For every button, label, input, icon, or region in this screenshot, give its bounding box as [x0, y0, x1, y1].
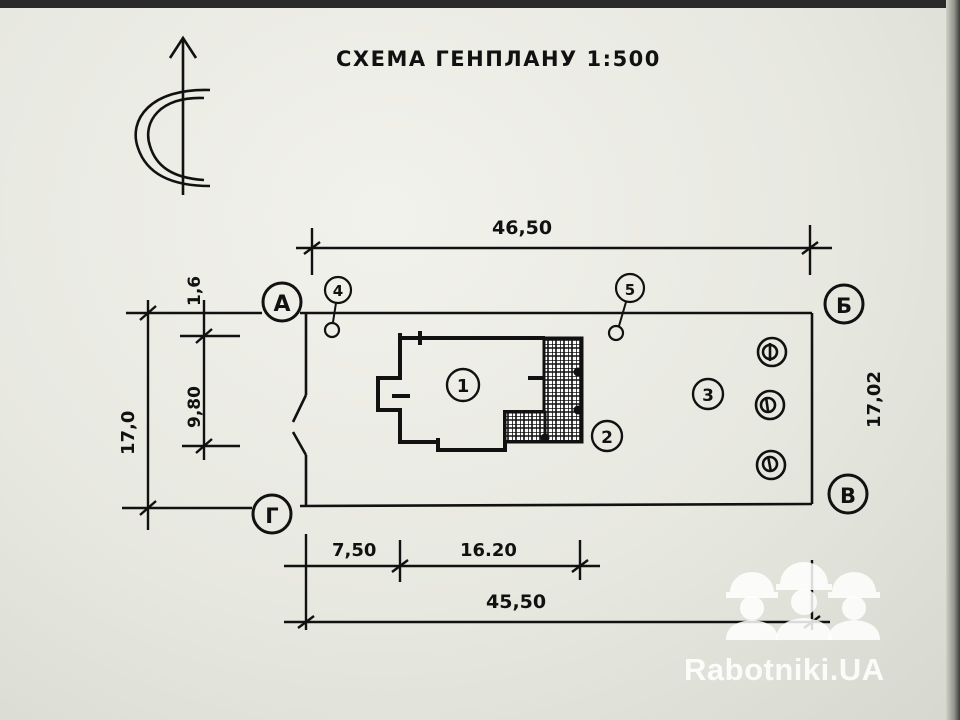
svg-text:1: 1 [457, 376, 470, 397]
svg-text:5: 5 [625, 281, 635, 299]
bottom-overall-dimension [284, 560, 830, 630]
north-arrow-icon [134, 35, 211, 195]
svg-text:4: 4 [333, 282, 343, 300]
svg-text:В: В [840, 484, 856, 508]
tree-icon [754, 389, 786, 421]
axis-b-bubble: Б [823, 283, 865, 325]
marker-point-4: 4 [323, 275, 353, 339]
marker-building: 1 [445, 367, 481, 403]
bottom-chain-dimension [284, 534, 600, 630]
bottom-overall-label: 45,50 [486, 591, 546, 613]
left-overall-label: 17,0 [118, 411, 139, 455]
svg-text:3: 3 [702, 386, 714, 406]
left-offset-label: 1,6 [185, 276, 205, 306]
tree-icon [756, 336, 788, 368]
svg-text:Г: Г [265, 504, 278, 528]
left-inner-label: 9,80 [185, 386, 205, 428]
monitor-right-bezel [946, 0, 960, 720]
axis-a-bubble: А [261, 281, 303, 323]
tree-icon [755, 449, 787, 481]
plan-title: СХЕМА ГЕНПЛАНУ 1:500 [336, 47, 661, 71]
marker-yard: 3 [691, 377, 725, 411]
right-depth-label: 17,02 [864, 371, 885, 428]
annex-hatched [503, 336, 584, 444]
marker-annex: 2 [590, 419, 624, 453]
top-dimension-line [296, 225, 832, 275]
monitor-top-bezel [0, 0, 960, 8]
svg-text:А: А [273, 292, 290, 317]
axis-v-bubble: В [827, 473, 869, 515]
bottom-building-label: 16.20 [460, 540, 517, 561]
svg-text:2: 2 [601, 428, 613, 448]
top-dimension-label: 46,50 [492, 217, 552, 239]
left-dimension-lines [122, 300, 262, 530]
svg-text:Б: Б [836, 294, 852, 318]
bottom-offset-label: 7,50 [332, 540, 376, 561]
axis-g-bubble: Г [251, 493, 293, 535]
site-boundary [291, 311, 814, 508]
marker-point-5: 5 [607, 272, 646, 342]
